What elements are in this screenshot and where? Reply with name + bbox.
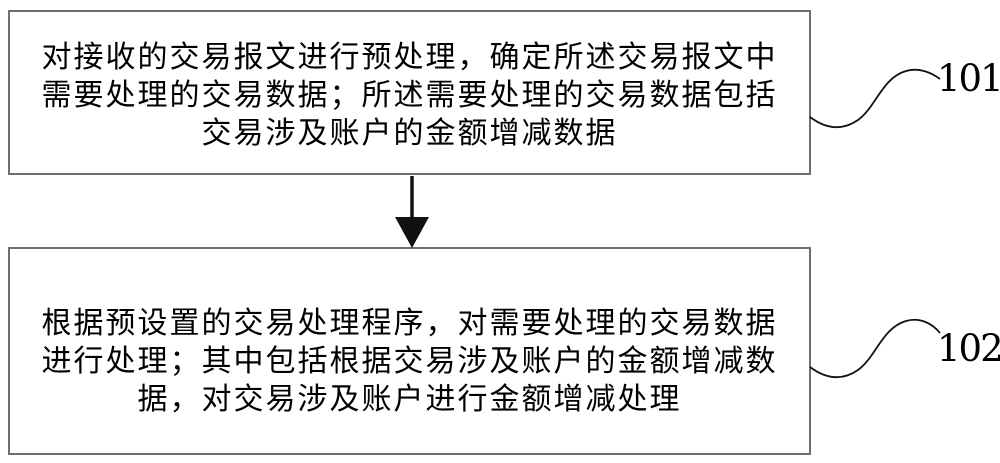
flow-step-102-box: 根据预设置的交易处理程序，对需要处理的交易数据 进行处理；其中包括根据交易涉及账… — [8, 247, 811, 455]
step-102-text-line-1: 根据预设置的交易处理程序，对需要处理的交易数据 — [41, 306, 778, 341]
leader-line-101 — [809, 68, 941, 129]
leader-line-102 — [809, 318, 941, 379]
step-101-text-line-2: 需要处理的交易数据；所述需要处理的交易数据包括 — [41, 77, 778, 113]
step-101-text-line-3: 交易涉及账户的金额增减数据 — [201, 115, 618, 151]
ref-number-101: 101 — [937, 57, 1000, 100]
step-102-text-line-2: 进行处理；其中包括根据交易涉及账户的金额增减数 — [41, 344, 778, 379]
flow-step-101-box: 对接收的交易报文进行预处理，确定所述交易报文中 需要处理的交易数据；所述需要处理… — [8, 10, 811, 175]
step-101-text-line-1: 对接收的交易报文进行预处理，确定所述交易报文中 — [41, 39, 778, 75]
ref-number-102: 102 — [937, 327, 1000, 370]
down-arrowhead-icon — [395, 217, 429, 248]
step-102-text-line-3: 据，对交易涉及账户进行金额增减处理 — [137, 382, 682, 417]
